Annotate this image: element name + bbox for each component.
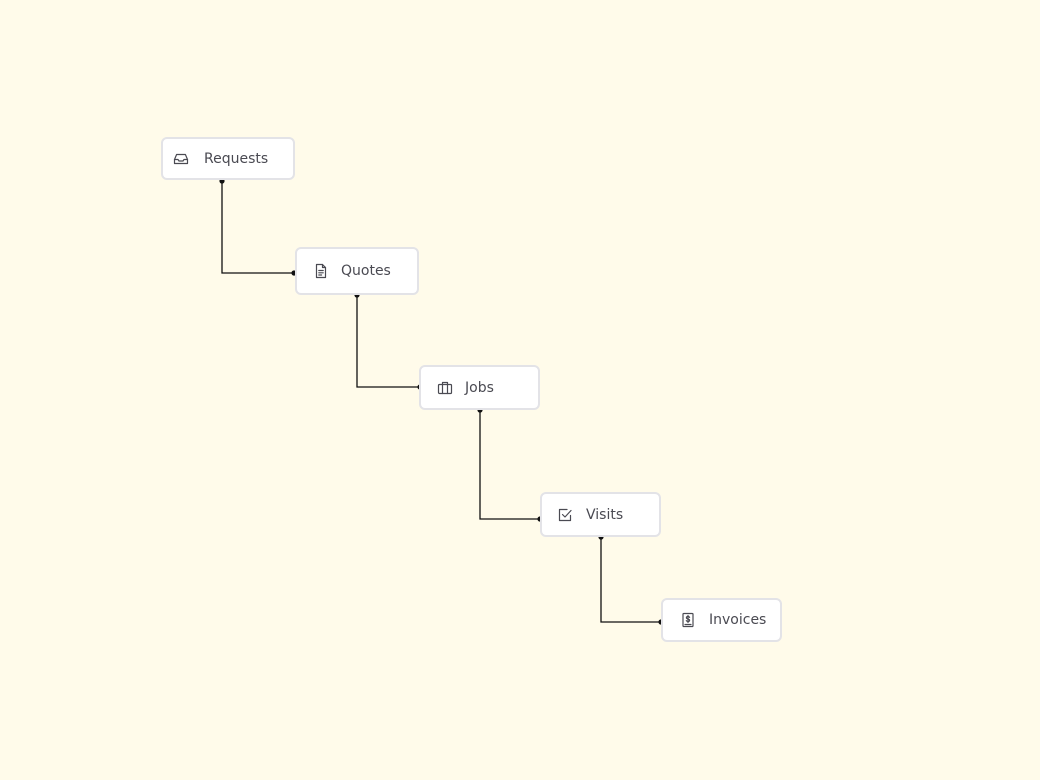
node-label: Requests [204,150,269,167]
node-label: Visits [586,506,624,523]
node-label: Invoices [709,612,767,628]
node-quotes[interactable]: Quotes [295,247,419,295]
node-label: Jobs [465,379,494,396]
document-icon [313,263,329,279]
checkbox-icon [557,507,573,523]
connector-visits-invoices [598,534,664,625]
node-jobs[interactable]: Jobs [419,365,540,410]
connector-requests-quotes [219,178,297,276]
node-visits[interactable]: Visits [540,492,661,537]
node-requests[interactable]: Requests [161,137,295,180]
connector-quotes-jobs [354,292,423,390]
briefcase-icon [437,380,453,396]
node-invoices[interactable]: Invoices [661,598,782,642]
inbox-icon [173,151,189,167]
invoice-dollar-icon [680,612,696,628]
node-label: Quotes [341,263,391,279]
connector-jobs-visits [477,407,543,522]
